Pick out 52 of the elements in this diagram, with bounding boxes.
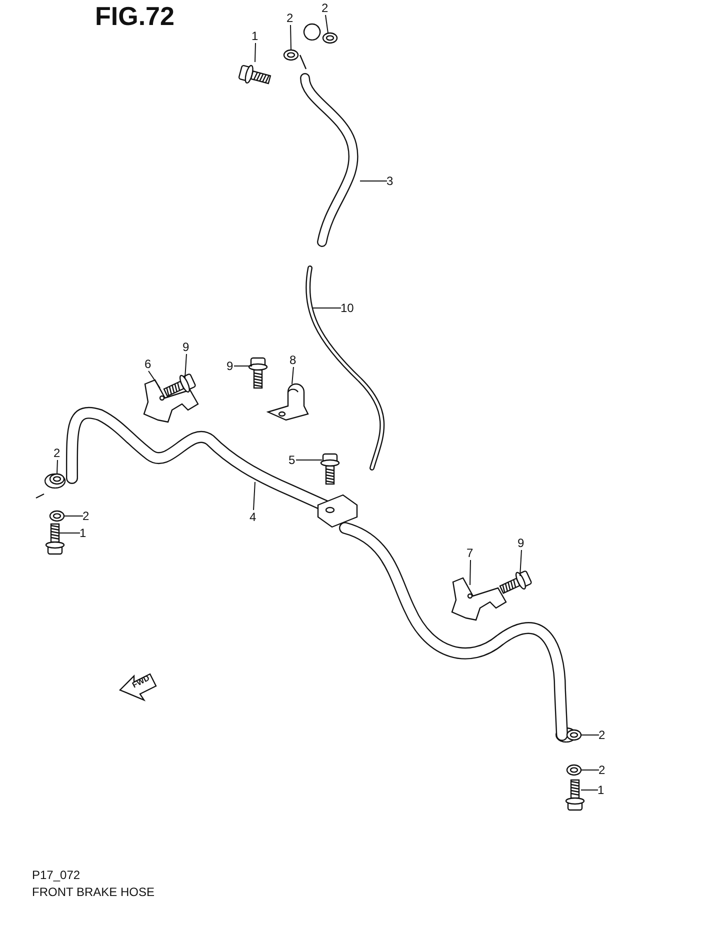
reference-code: P17_072 (32, 868, 80, 882)
leader-line (148, 370, 160, 388)
leader-line (253, 482, 256, 510)
leader-line (184, 354, 187, 378)
leader-line (470, 560, 471, 586)
leader-line (325, 14, 328, 34)
bolt (248, 357, 268, 389)
sealing-washer (566, 764, 582, 776)
brake-pipe (306, 266, 385, 470)
sealing-washer (322, 32, 338, 44)
bolt (499, 570, 532, 594)
callout-number: 1 (80, 526, 86, 540)
callout-number: 2 (82, 509, 90, 523)
banjo-bolt (45, 523, 65, 555)
sealing-washer (49, 473, 65, 485)
callout-number: 9 (182, 340, 190, 354)
hose-bracket (143, 379, 199, 423)
callout-number: 4 (250, 510, 256, 524)
figure-title: FIG.72 (95, 2, 174, 30)
leader-line (58, 532, 80, 534)
callout-number: 9 (518, 536, 524, 550)
hose-clamp (267, 383, 309, 421)
leader-line (520, 550, 522, 576)
leader-line (360, 180, 388, 182)
leader-line (56, 460, 58, 474)
leader-line (254, 42, 256, 62)
leader-line (292, 366, 294, 384)
callout-number: 8 (290, 353, 296, 367)
bolt (163, 372, 196, 398)
sealing-washer (566, 729, 582, 741)
callout-number: 9 (226, 359, 234, 373)
callout-number: 2 (598, 763, 606, 777)
leader-line (580, 734, 600, 736)
callout-number: 2 (286, 11, 294, 25)
leader-line (290, 24, 292, 50)
callout-number: 2 (322, 1, 328, 15)
callout-number: 3 (386, 174, 394, 188)
callout-number: 5 (288, 453, 296, 467)
callout-number: 6 (144, 357, 152, 371)
callout-number: 7 (466, 546, 474, 560)
callout-number: 2 (598, 728, 606, 742)
brake-hose-assembly (66, 406, 568, 741)
callout-number: 1 (598, 783, 604, 797)
banjo-bolt (565, 779, 585, 811)
callout-number: 1 (252, 29, 258, 43)
sealing-washer (49, 510, 65, 522)
brake-hose (300, 73, 358, 247)
banjo-bolt (238, 64, 272, 84)
sealing-washer (283, 49, 299, 61)
callout-number: 10 (340, 301, 354, 315)
figure-caption: FRONT BRAKE HOSE (32, 885, 154, 899)
callout-number: 2 (54, 446, 60, 460)
